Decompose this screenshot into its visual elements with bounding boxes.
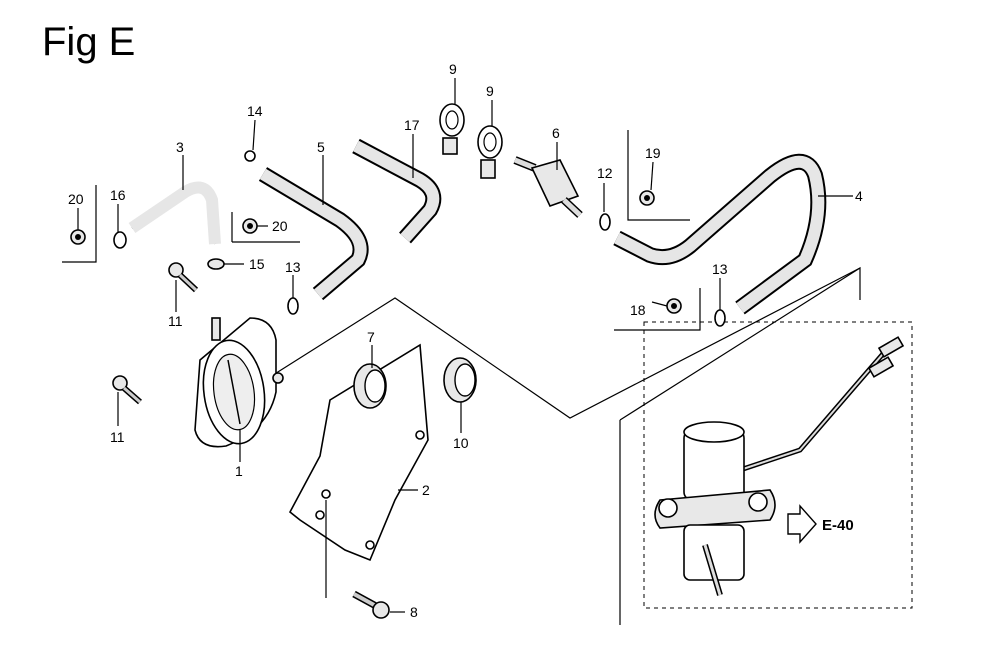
- arrow-right-icon: [787, 504, 817, 544]
- bolt-8: [352, 590, 390, 619]
- grommet-10: [443, 357, 477, 403]
- reference-label: E-40: [822, 517, 854, 534]
- bolt-11b: [112, 375, 142, 405]
- callout-20a: 20: [68, 191, 84, 207]
- hose-3: [128, 181, 221, 245]
- callout-18: 18: [630, 302, 646, 318]
- clamp-9b: [477, 125, 503, 179]
- callout-5: 5: [317, 139, 325, 155]
- callout-11a: 11: [168, 313, 183, 329]
- clip-12: [599, 213, 611, 231]
- section-boundary-line: [261, 267, 861, 419]
- reference-arrow[interactable]: E-40: [787, 504, 854, 544]
- holder-20b: [242, 218, 258, 234]
- callout-15: 15: [249, 256, 265, 272]
- clip-13a: [287, 297, 299, 315]
- callout-12: 12: [597, 165, 613, 181]
- grommet-7: [353, 363, 387, 409]
- callout-14: 14: [247, 103, 263, 119]
- callout-6: 6: [552, 125, 560, 141]
- callout-19: 19: [645, 145, 661, 161]
- callout-11b: 11: [110, 429, 125, 445]
- callout-4: 4: [855, 188, 863, 204]
- callout-7: 7: [367, 329, 375, 345]
- clamp-15: [207, 258, 225, 270]
- inset-fuel-pump: [654, 336, 905, 596]
- clip-16: [113, 231, 127, 249]
- bracket-18: [614, 288, 701, 331]
- leader-lines: [77, 78, 853, 613]
- bracket-19: [627, 130, 690, 221]
- fuel-pump-1: [194, 317, 284, 448]
- holder-19: [639, 190, 655, 206]
- fuel-filter-6: [513, 156, 583, 218]
- callout-17: 17: [404, 117, 420, 133]
- inset-panel-edge: [619, 266, 861, 421]
- callout-3: 3: [176, 139, 184, 155]
- holder-20a: [70, 229, 86, 245]
- bracket-2: [288, 343, 429, 562]
- callout-16: 16: [110, 187, 126, 203]
- hose-17: [352, 138, 442, 244]
- callout-9a: 9: [449, 61, 457, 77]
- hose-5: [258, 167, 369, 301]
- hose-4: [613, 153, 827, 315]
- callout-2: 2: [422, 482, 430, 498]
- callout-13a: 13: [285, 259, 301, 275]
- callout-13b: 13: [712, 261, 728, 277]
- clip-13b: [714, 309, 726, 327]
- callout-1: 1: [235, 463, 243, 479]
- holder-18: [666, 298, 682, 314]
- callout-20b: 20: [272, 218, 288, 234]
- callout-10: 10: [453, 435, 469, 451]
- callout-9b: 9: [486, 83, 494, 99]
- bracket-20a: [62, 185, 97, 263]
- clip-14: [244, 150, 256, 162]
- inset-dashed-box: [643, 321, 913, 609]
- figure-title: Fig E: [42, 20, 136, 64]
- bolt-11a: [168, 262, 199, 293]
- callout-8: 8: [410, 604, 418, 620]
- clamp-9a: [439, 103, 465, 155]
